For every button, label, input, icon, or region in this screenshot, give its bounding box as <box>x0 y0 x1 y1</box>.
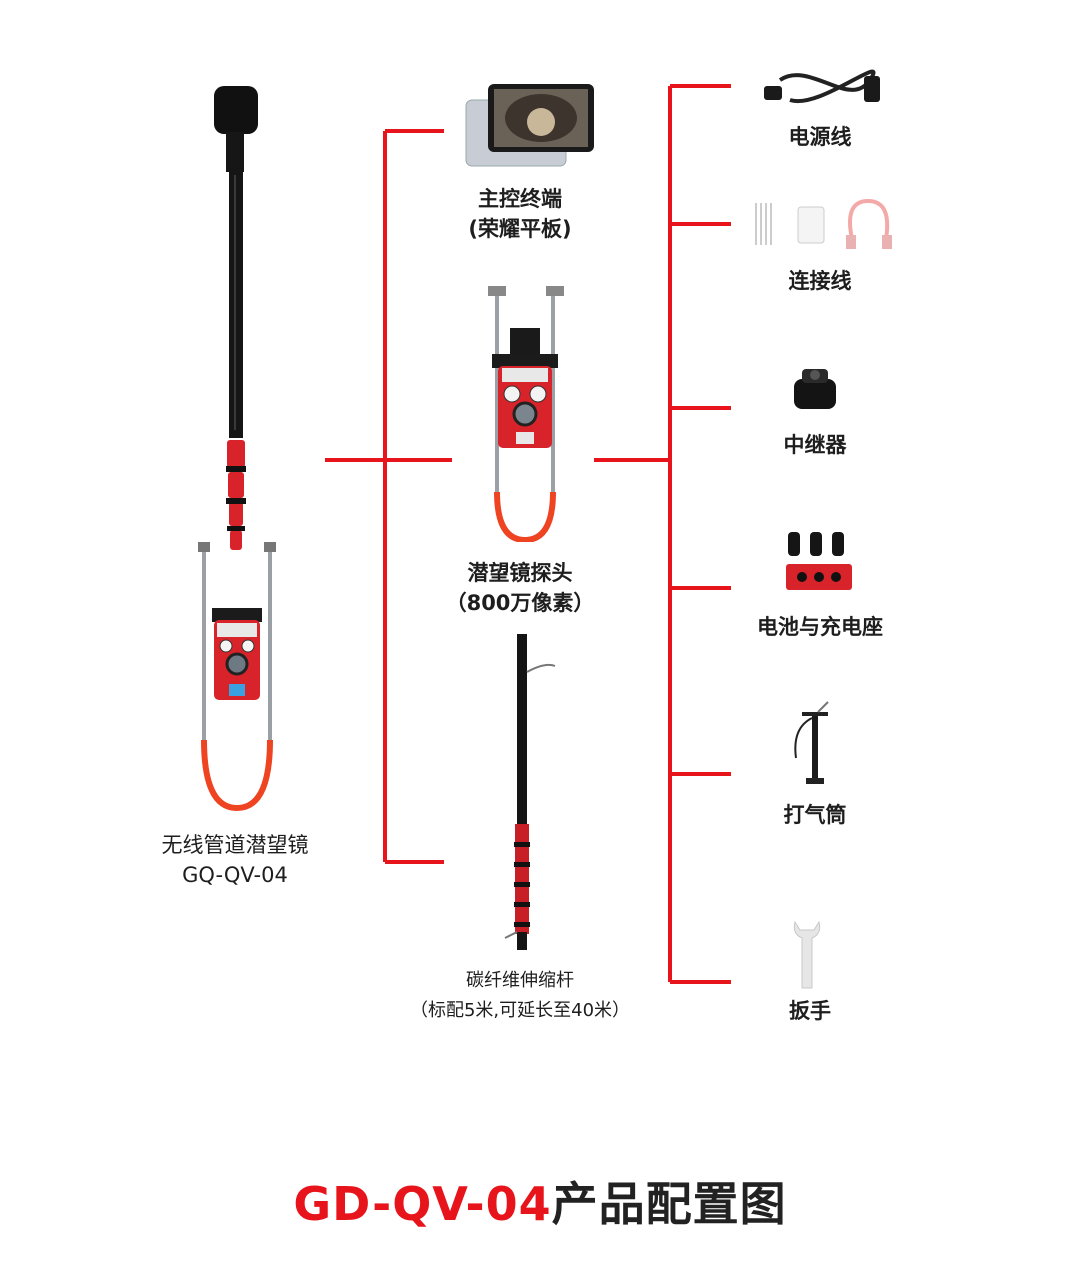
title-model: GD-QV-04 <box>293 1177 552 1231</box>
wrench-label: 扳手 <box>789 999 831 1023</box>
terminal-note: (荣耀平板) <box>468 217 572 241</box>
terminal-label: 主控终端 (荣耀平板) <box>430 184 610 244</box>
probe-image <box>488 286 564 542</box>
main-product-model: GQ-QV-04 <box>182 863 288 887</box>
rod-label: 碳纤维伸缩杆 （标配5米,可延长至40米） <box>380 966 660 1026</box>
main-product-name: 无线管道潜望镜 <box>161 833 309 857</box>
rod-image <box>504 634 556 950</box>
power-cord-label: 电源线 <box>788 125 852 149</box>
probe-note: （800万像素） <box>445 591 595 615</box>
battery-label: 电池与充电座 <box>757 615 883 639</box>
rod-note: （标配5米,可延长至40米） <box>409 1000 631 1021</box>
repeater-image <box>794 369 836 409</box>
probe-label: 潜望镜探头 （800万像素） <box>430 558 610 618</box>
cables-label: 连接线 <box>788 269 852 293</box>
cables-image <box>755 198 892 249</box>
wrench-image <box>793 920 821 989</box>
main-product-label: 无线管道潜望镜 GQ-QV-04 <box>120 830 350 890</box>
title-suffix: 产品配置图 <box>551 1177 787 1231</box>
pump-label: 打气筒 <box>783 803 847 827</box>
power-cord-image <box>764 69 880 104</box>
tablet-image <box>465 84 594 167</box>
pump-image <box>794 701 829 784</box>
repeater-label: 中继器 <box>783 433 847 457</box>
terminal-name: 主控终端 <box>478 187 562 211</box>
page-title: GD-QV-04产品配置图 <box>0 1168 1080 1234</box>
rod-name: 碳纤维伸缩杆 <box>466 970 574 991</box>
periscope-image <box>198 86 276 812</box>
probe-name: 潜望镜探头 <box>467 561 573 585</box>
battery-image <box>786 532 852 590</box>
